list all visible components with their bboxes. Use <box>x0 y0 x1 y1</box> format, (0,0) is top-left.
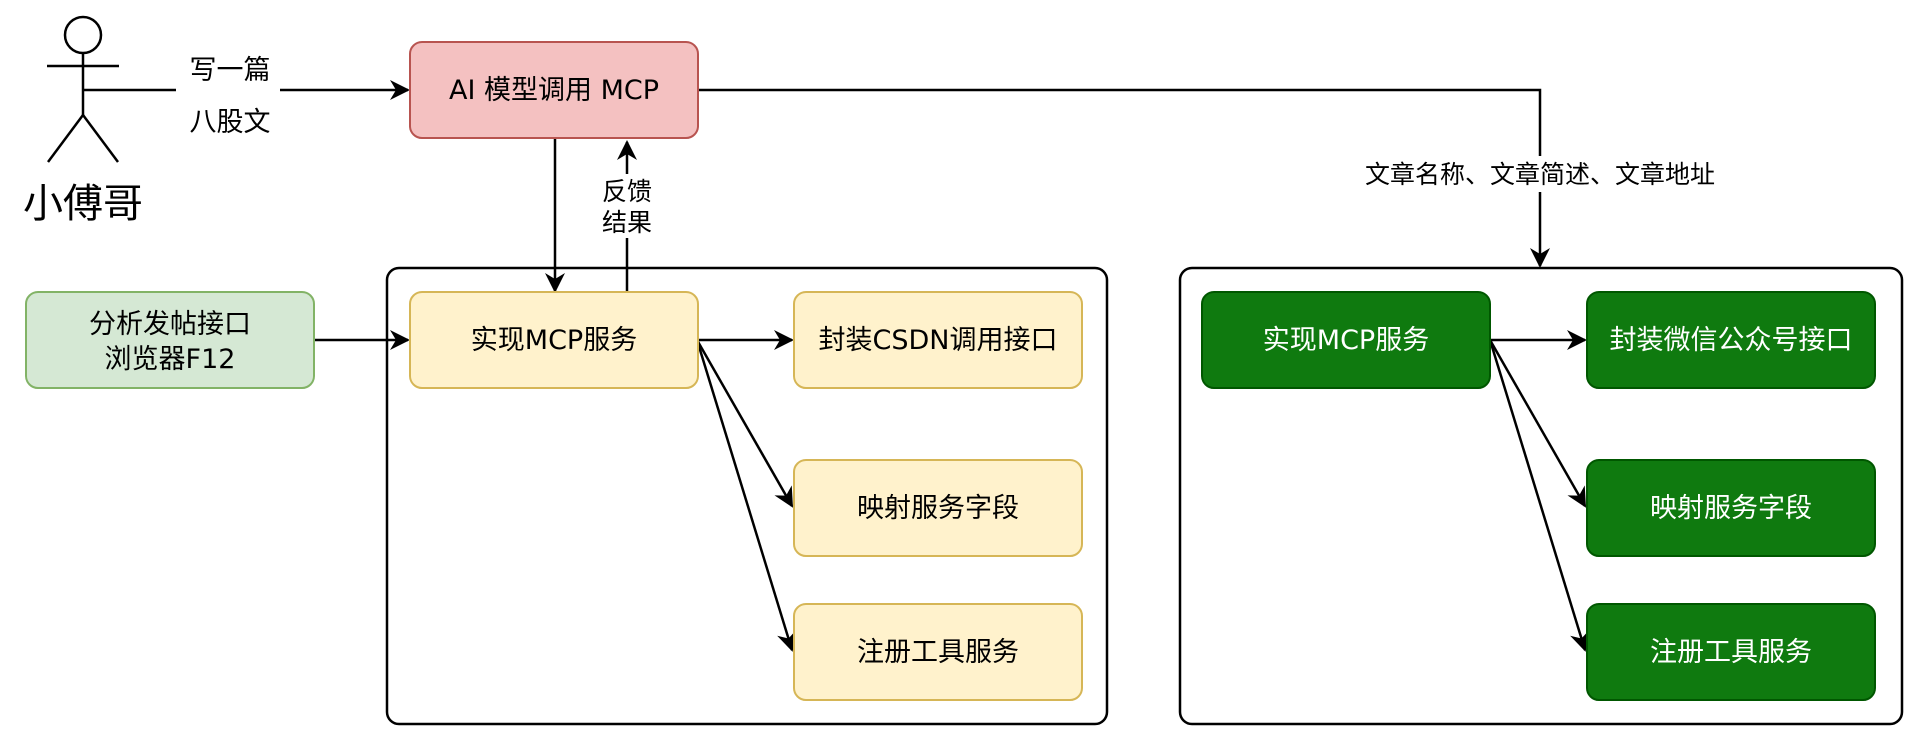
csdn-wrap-label: 封装CSDN调用接口 <box>819 325 1058 356</box>
wx-mcp-label: 实现MCP服务 <box>1263 325 1429 356</box>
request-label-bg <box>176 48 280 144</box>
request-label-line2: 八股文 <box>190 107 271 138</box>
analyze-node[interactable]: 分析发帖接口 浏览器F12 <box>25 291 315 389</box>
output-label: 文章名称、文章简述、文章地址 <box>1365 160 1715 189</box>
feedback-label-bg <box>597 174 657 238</box>
request-label-line1: 写一篇 <box>190 55 271 86</box>
wx-mcp-node[interactable]: 实现MCP服务 <box>1201 291 1491 389</box>
csdn-map-node[interactable]: 映射服务字段 <box>793 459 1083 557</box>
csdn-wrap-node[interactable]: 封装CSDN调用接口 <box>793 291 1083 389</box>
csdn-map-label: 映射服务字段 <box>857 493 1019 524</box>
user-figure-icon <box>46 15 120 163</box>
edge-csdn-mcp-to-register <box>695 339 797 652</box>
wx-register-node[interactable]: 注册工具服务 <box>1586 603 1876 701</box>
analyze-label-line1: 分析发帖接口 <box>89 309 251 340</box>
feedback-label-line2: 结果 <box>602 208 652 237</box>
analyze-label-line2: 浏览器F12 <box>105 344 236 375</box>
csdn-mcp-node[interactable]: 实现MCP服务 <box>409 291 699 389</box>
csdn-mcp-label: 实现MCP服务 <box>471 325 637 356</box>
feedback-label-line1: 反馈 <box>602 177 652 206</box>
wx-map-label: 映射服务字段 <box>1650 493 1812 524</box>
edge-wx-mcp-to-register <box>1488 339 1590 652</box>
csdn-register-node[interactable]: 注册工具服务 <box>793 603 1083 701</box>
ai-model-node[interactable]: AI 模型调用 MCP <box>409 41 699 139</box>
csdn-register-label: 注册工具服务 <box>857 637 1019 668</box>
wx-map-node[interactable]: 映射服务字段 <box>1586 459 1876 557</box>
edge-csdn-mcp-to-map <box>695 339 794 508</box>
output-label-bg <box>1352 156 1728 192</box>
actor-name-label: 小傅哥 <box>23 181 143 227</box>
wx-wrap-label: 封装微信公众号接口 <box>1610 325 1853 356</box>
wx-register-label: 注册工具服务 <box>1650 637 1812 668</box>
wx-wrap-node[interactable]: 封装微信公众号接口 <box>1586 291 1876 389</box>
edge-wx-mcp-to-map <box>1488 339 1587 508</box>
ai-model-label: AI 模型调用 MCP <box>449 75 659 106</box>
edge-ai-to-wechat <box>697 88 1550 268</box>
